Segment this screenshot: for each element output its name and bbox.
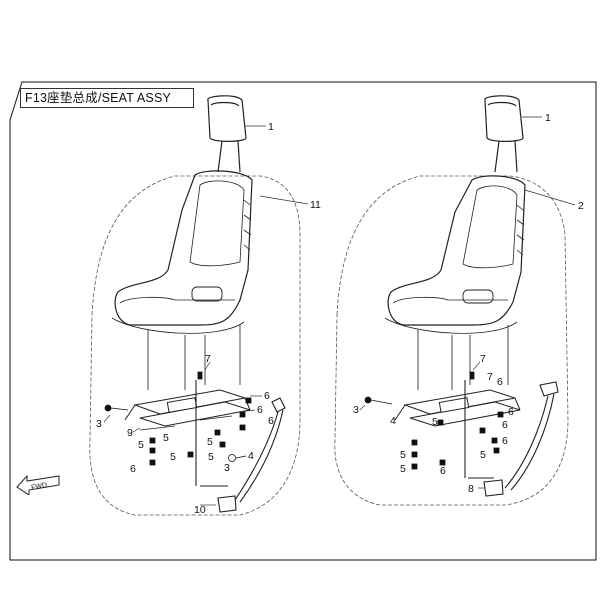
callout-3-right: 3: [353, 404, 359, 416]
page-frame: [9, 81, 597, 561]
callout-4-left: 4: [248, 450, 254, 462]
callout-4-right: 4: [390, 415, 396, 427]
left-callouts: 1 11 7 6 3 6 9 5 5 6 5 5 5 6 3 4 10: [96, 121, 321, 516]
right-callouts: 1 2 7 7 6 3 4 5 6 6 6 5 5 5 6 8: [353, 112, 584, 495]
left-seat-shell: [111, 170, 253, 334]
callout-10: 10: [194, 504, 206, 516]
left-bolts: [104, 371, 252, 466]
right-seat-shell: [384, 175, 526, 334]
fwd-label: FWD: [31, 482, 48, 492]
callout-8: 8: [468, 483, 474, 495]
callout-3-left-b: 3: [224, 462, 230, 474]
right-pedestal: [417, 325, 509, 390]
right-bolts: [364, 371, 504, 470]
leader-lines: [103, 116, 576, 506]
callout-3-left: 3: [96, 418, 102, 430]
callout-6-left-b: 6: [257, 404, 263, 416]
callout-11: 11: [310, 199, 321, 211]
callout-6-right-a: 6: [497, 376, 503, 388]
left-group-boundary: [89, 175, 301, 516]
forward-arrow-icon: FWD: [16, 475, 60, 495]
callout-5-left-e: 5: [208, 451, 214, 463]
callout-6-right-b: 6: [508, 406, 514, 418]
right-group-boundary: [334, 175, 569, 506]
callout-7-left: 7: [205, 353, 211, 365]
callout-5-left-a: 5: [163, 432, 169, 444]
callout-2: 2: [578, 200, 584, 212]
callout-9: 9: [127, 427, 133, 439]
left-headrest: [207, 95, 247, 173]
callout-6-right-e: 6: [440, 465, 446, 477]
callout-6-right-d: 6: [502, 435, 508, 447]
right-headrest: [484, 95, 524, 173]
callout-7-right-b: 7: [487, 371, 493, 383]
callout-1-right: 1: [545, 112, 551, 124]
callout-5-right-b: 5: [400, 449, 406, 461]
left-adjust-lever: [195, 380, 286, 513]
callout-1-left: 1: [268, 121, 274, 133]
callout-7-right-a: 7: [480, 353, 486, 365]
callout-5-left-d: 5: [170, 451, 176, 463]
diagram-title: F13座垫总成/SEAT ASSY: [20, 88, 194, 108]
callout-5-right-d: 5: [480, 449, 486, 461]
callout-6-left-d: 6: [130, 463, 136, 475]
right-adjust-lever: [464, 380, 559, 497]
callout-5-left-c: 5: [207, 436, 213, 448]
callout-5-right-c: 5: [400, 463, 406, 475]
callout-6-right-c: 6: [502, 419, 508, 431]
left-slide-rails: [124, 389, 251, 431]
callout-5-right-a: 5: [432, 416, 438, 428]
callout-5-left-b: 5: [138, 439, 144, 451]
left-pedestal: [147, 325, 241, 390]
callout-6-left-a: 6: [264, 390, 270, 402]
callout-6-left-c: 6: [268, 415, 274, 427]
